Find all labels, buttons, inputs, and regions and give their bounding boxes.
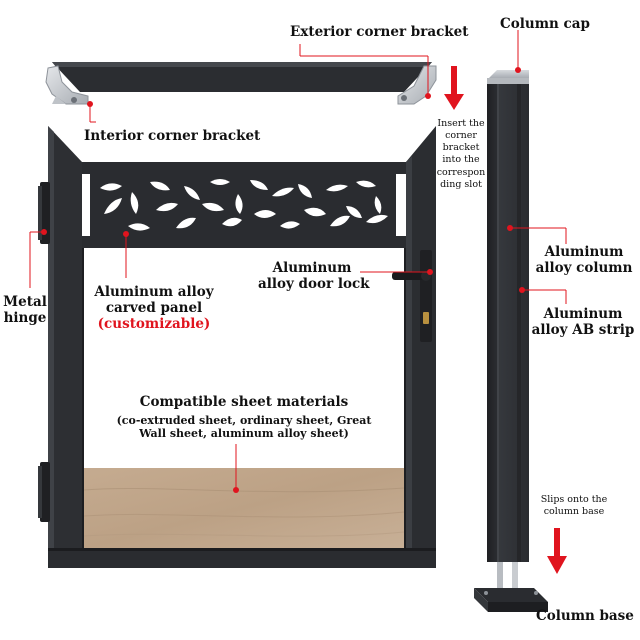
slips-arrow	[547, 528, 567, 574]
exterior-corner-bracket-label: Exterior corner bracket	[290, 24, 469, 40]
label-line: Aluminum alloy	[94, 284, 214, 300]
compatible-sheet-detail: (co-extruded sheet, ordinary sheet, Grea…	[112, 414, 376, 440]
column	[487, 80, 529, 562]
aluminum-alloy-ab-strip-label: Aluminum alloy AB strip	[528, 306, 638, 338]
label-line: Aluminum	[543, 306, 623, 322]
label-line: (co-extruded sheet, ordinary sheet, Grea…	[116, 414, 372, 427]
label-line: Wall sheet, aluminum alloy sheet)	[139, 427, 349, 441]
aluminum-alloy-column-label: Aluminum alloy column	[532, 244, 636, 276]
insert-arrow	[444, 66, 464, 110]
insert-note-line: corner	[445, 130, 477, 142]
metal-hinges	[38, 182, 50, 522]
compatible-sheet-title: Compatible sheet materials	[139, 394, 349, 410]
label-line: alloy AB strip	[531, 322, 635, 339]
label-line: Aluminum	[544, 244, 624, 260]
label-line: alloy column	[535, 260, 633, 277]
customizable-note: (customizable)	[97, 316, 211, 333]
carved-panel	[90, 174, 396, 236]
insert-note-line: Insert the	[437, 118, 485, 129]
pointer-lines	[29, 30, 567, 490]
sheet-material	[83, 468, 405, 548]
interior-corner-bracket-label: Interior corner bracket	[84, 128, 261, 144]
slips-note: Slips onto the column base	[532, 494, 616, 518]
insert-note-line: ding slot	[440, 178, 482, 190]
insert-note-line: bracket	[442, 142, 480, 154]
interior-corner-bracket-left	[45, 65, 89, 105]
gate-frame	[48, 126, 436, 568]
pointer-dots	[41, 67, 525, 493]
metal-hinge-label: Metal hinge	[0, 294, 50, 326]
carved-panel-label: Aluminum alloy carved panel (customizabl…	[92, 284, 216, 333]
insert-note-line: into the	[442, 154, 480, 166]
label-line: carved panel	[105, 300, 203, 317]
slips-note-line: column base	[543, 506, 605, 518]
slips-note-line: Slips onto the	[540, 494, 608, 505]
door-lock-label: Aluminum alloy door lock	[258, 260, 370, 293]
column-base	[474, 562, 548, 612]
top-frame-rail	[52, 62, 432, 92]
label-line: hinge	[3, 310, 47, 327]
column-cap	[487, 70, 529, 84]
label-line: Metal	[3, 294, 47, 310]
label-line: Aluminum	[272, 260, 352, 276]
insert-note: Insert the corner bracket into the corre…	[436, 118, 486, 191]
label-line: alloy door lock	[258, 276, 370, 293]
insert-note-line: correspon	[436, 166, 486, 178]
column-cap-label: Column cap	[500, 16, 590, 32]
column-base-label: Column base	[536, 608, 634, 624]
